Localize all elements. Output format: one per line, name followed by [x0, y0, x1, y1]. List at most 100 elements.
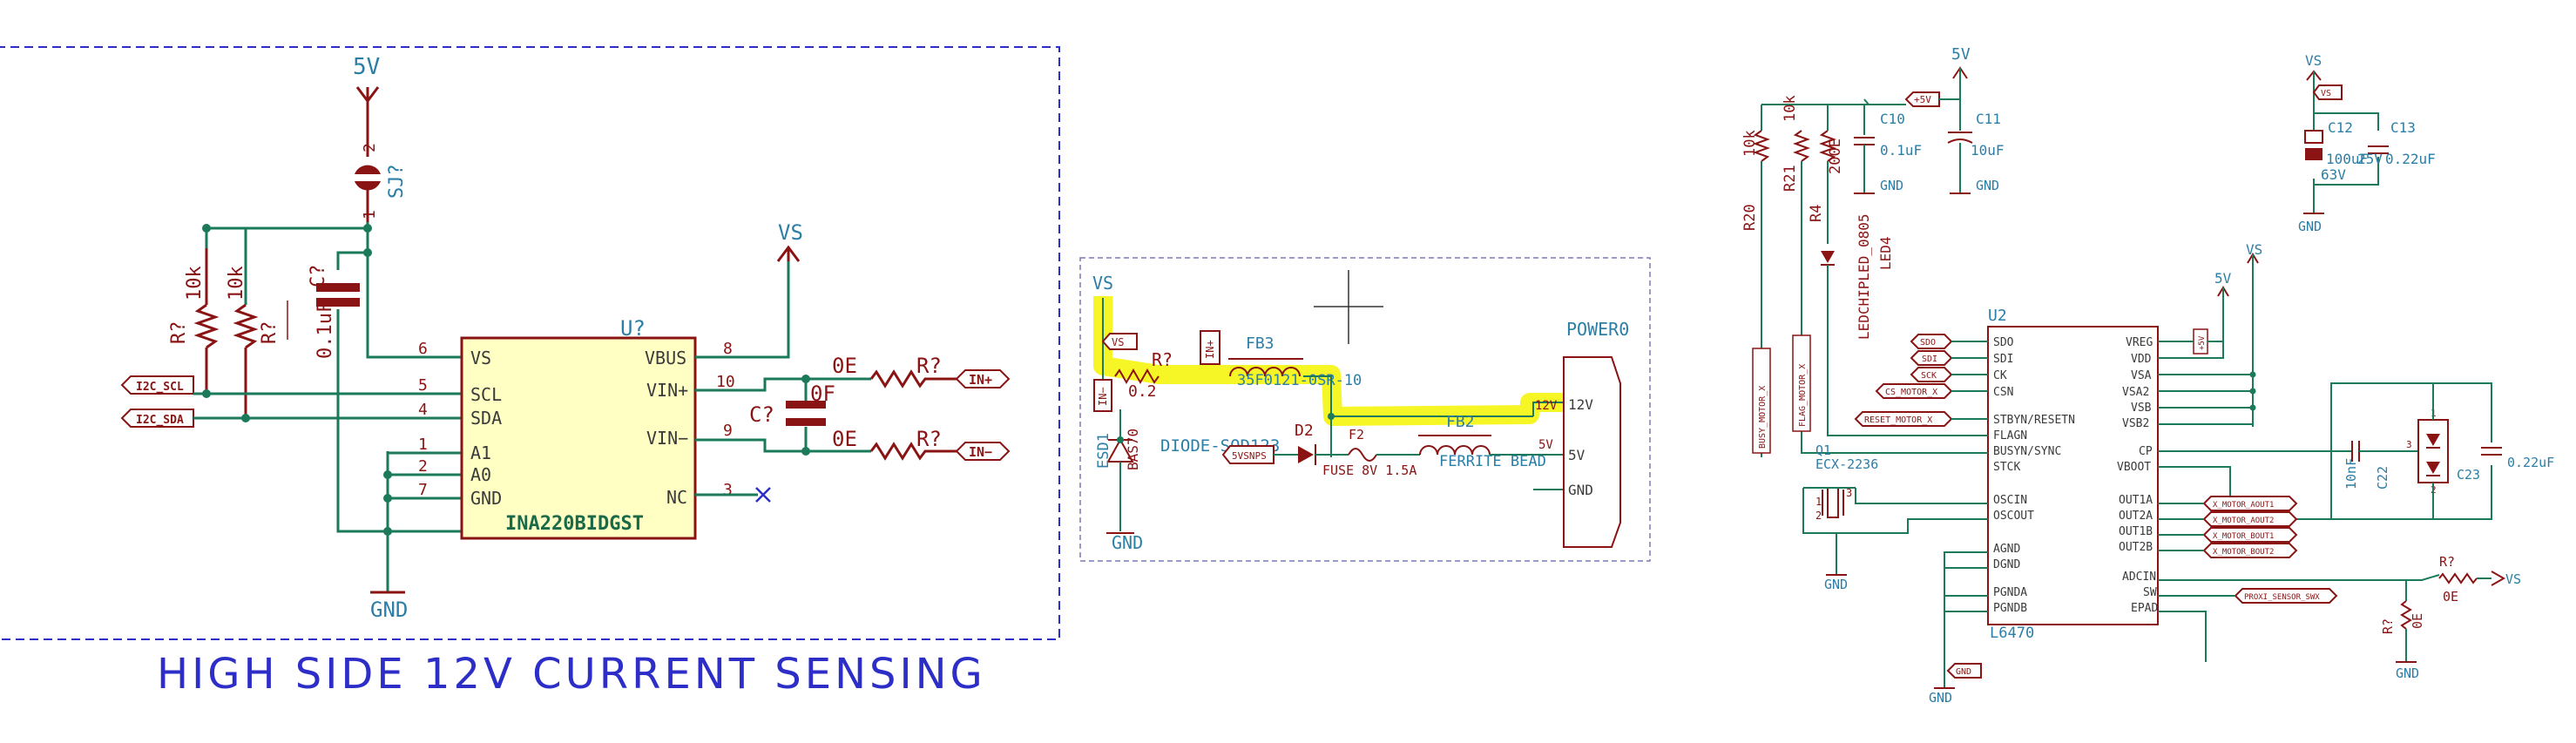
svg-text:LED4: LED4: [1877, 236, 1894, 270]
svg-text:X_MOTOR_AOUT1: X_MOTOR_AOUT1: [2213, 501, 2274, 510]
svg-text:ADCIN: ADCIN: [2122, 571, 2156, 584]
svg-text:GND: GND: [470, 488, 502, 509]
svg-text:PGNDB: PGNDB: [1993, 602, 2027, 615]
svg-text:SJ?: SJ?: [386, 164, 408, 199]
svg-text:0.1uF: 0.1uF: [1880, 142, 1922, 159]
svg-text:5: 5: [418, 376, 428, 395]
svg-text:10uF: 10uF: [1971, 142, 2005, 159]
svg-text:GND: GND: [2396, 665, 2419, 681]
svg-text:A0: A0: [470, 464, 491, 485]
ic-ina220: U? INA220BIDGST VS SCL SDA A1 A0 GND 6 5…: [418, 316, 735, 540]
svg-text:10k: 10k: [1782, 95, 1799, 122]
svg-text:X_MOTOR_BOUT1: X_MOTOR_BOUT1: [2213, 532, 2274, 541]
svg-text:SDA: SDA: [470, 408, 502, 429]
resistor-adc-bottom: R? 0E GND: [2380, 600, 2425, 681]
flag-out-bout2: X_MOTOR_BOUT2: [2202, 543, 2298, 558]
svg-text:7: 7: [418, 481, 428, 499]
svg-text:IN+: IN+: [1204, 340, 1216, 359]
svg-text:Q1: Q1: [1815, 442, 1831, 458]
svg-text:FB3: FB3: [1246, 334, 1274, 353]
svg-text:VS: VS: [2321, 89, 2331, 98]
net-5v-label: 5V: [353, 54, 380, 80]
right-panel: R20 10k R21 10k R4 200E LEDCHIPLED_0805 …: [1727, 35, 2576, 707]
flag-5vsnps: 5VSNPS: [1221, 445, 1274, 464]
svg-text:OUT2B: OUT2B: [2119, 541, 2153, 554]
svg-text:U?: U?: [620, 316, 646, 341]
svg-text:STCK: STCK: [1993, 461, 2020, 474]
svg-text:63V: 63V: [2321, 166, 2346, 183]
svg-text:GND: GND: [1112, 532, 1143, 553]
ferrite-fb2: FB2 FERRITE BEAD: [1418, 413, 1546, 470]
svg-text:A1: A1: [470, 442, 491, 463]
svg-text:VS: VS: [1092, 273, 1113, 294]
svg-text:1: 1: [1815, 496, 1822, 508]
svg-text:100uF: 100uF: [2326, 151, 2368, 167]
svg-text:10k: 10k: [184, 266, 206, 301]
esd-diode: ESD1 BAS70: [1095, 409, 1141, 531]
flag-out-bout1: X_MOTOR_BOUT1: [2202, 527, 2298, 543]
sheet-title: HIGH SIDE 12V CURRENT SENSING: [157, 650, 986, 699]
svg-text:R20: R20: [1741, 204, 1759, 231]
svg-text:0.22uF: 0.22uF: [2507, 455, 2554, 470]
svg-text:STBYN/RESETN: STBYN/RESETN: [1993, 414, 2075, 427]
svg-text:0E: 0E: [832, 427, 857, 451]
svg-text:C10: C10: [1880, 111, 1905, 127]
fuse-f2: F2 FUSE 8V 1.5A: [1322, 427, 1416, 478]
svg-text:6: 6: [418, 340, 428, 358]
svg-text:VS: VS: [1112, 336, 1124, 348]
svg-text:3: 3: [1846, 487, 1852, 499]
svg-text:D2: D2: [1295, 422, 1314, 440]
svg-text:I2C_SDA: I2C_SDA: [136, 414, 184, 427]
svg-text:GND: GND: [1956, 667, 1971, 677]
ic-l6470: U2 L6470 SDO SDI CK CSN STBYN/RESETN FLA…: [1987, 307, 2159, 642]
svg-text:VIN−: VIN−: [646, 428, 688, 449]
svg-text:FB2: FB2: [1446, 413, 1475, 431]
svg-text:GND: GND: [1880, 178, 1903, 193]
flag-busy-motor: BUSY_MOTOR_X: [1752, 348, 1771, 454]
resistor-r4-right: R4 200E: [1808, 105, 1844, 244]
flag-i2c-scl: I2C_SCL: [120, 375, 194, 395]
flag-flag-motor: FLAG_MOTOR_X: [1792, 334, 1811, 432]
svg-text:CSN: CSN: [1993, 386, 2013, 399]
svg-text:X_MOTOR_BOUT2: X_MOTOR_BOUT2: [2213, 548, 2274, 557]
svg-text:ESD1: ESD1: [1095, 433, 1112, 469]
svg-text:FUSE 8V 1.5A: FUSE 8V 1.5A: [1322, 463, 1416, 478]
svg-text:NC: NC: [666, 487, 687, 508]
svg-text:IN+: IN+: [969, 372, 992, 388]
svg-text:ECX-2236: ECX-2236: [1815, 456, 1878, 472]
cap-c22: 10nF C22: [2343, 441, 2390, 490]
svg-text:BAS70: BAS70: [1125, 429, 1141, 470]
svg-text:FLAGN: FLAGN: [1993, 429, 2027, 442]
svg-text:GND: GND: [1824, 577, 1848, 592]
resistor-r3: 0E R?: [832, 354, 957, 388]
svg-text:R?: R?: [1152, 349, 1173, 370]
flag-sdi: SDI: [1910, 350, 1953, 366]
svg-text:CK: CK: [1993, 369, 2007, 382]
pullup-resistor-1: R? 10k: [168, 248, 220, 392]
svg-text:CP: CP: [2139, 445, 2153, 458]
svg-text:VSB: VSB: [2131, 402, 2152, 415]
svg-text:SW: SW: [2143, 586, 2157, 599]
capacitor-c1: C? 0.1uF: [287, 265, 360, 359]
svg-text:VS: VS: [2246, 241, 2262, 258]
diode-d2: [1298, 444, 1316, 465]
svg-text:SCL: SCL: [470, 384, 502, 405]
left-panel: 5V 2 1 SJ? R? 10k R?: [0, 0, 1076, 707]
svg-text:FLAG_MOTOR_X: FLAG_MOTOR_X: [1798, 364, 1808, 427]
svg-text:0E: 0E: [832, 354, 857, 378]
svg-text:10k: 10k: [1741, 130, 1759, 157]
flag-in-minus-mid: IN−: [1093, 379, 1112, 412]
svg-text:C13: C13: [2390, 119, 2416, 136]
flag-proxi: PROXI_SENSOR_SWX: [2234, 588, 2338, 604]
resistor-r4: 0E R?: [832, 427, 957, 461]
sheet-border: [0, 46, 1060, 640]
svg-text:OUT1A: OUT1A: [2119, 494, 2153, 507]
svg-text:5V: 5V: [2214, 270, 2232, 287]
svg-text:0.22uF: 0.22uF: [2385, 151, 2436, 167]
svg-text:C?: C?: [308, 265, 329, 288]
svg-text:EPAD: EPAD: [2131, 602, 2158, 615]
svg-text:POWER0: POWER0: [1566, 319, 1629, 340]
svg-text:DGND: DGND: [1993, 558, 2020, 571]
flag-in-plus: IN+: [955, 369, 1011, 388]
svg-text:4: 4: [418, 401, 428, 419]
